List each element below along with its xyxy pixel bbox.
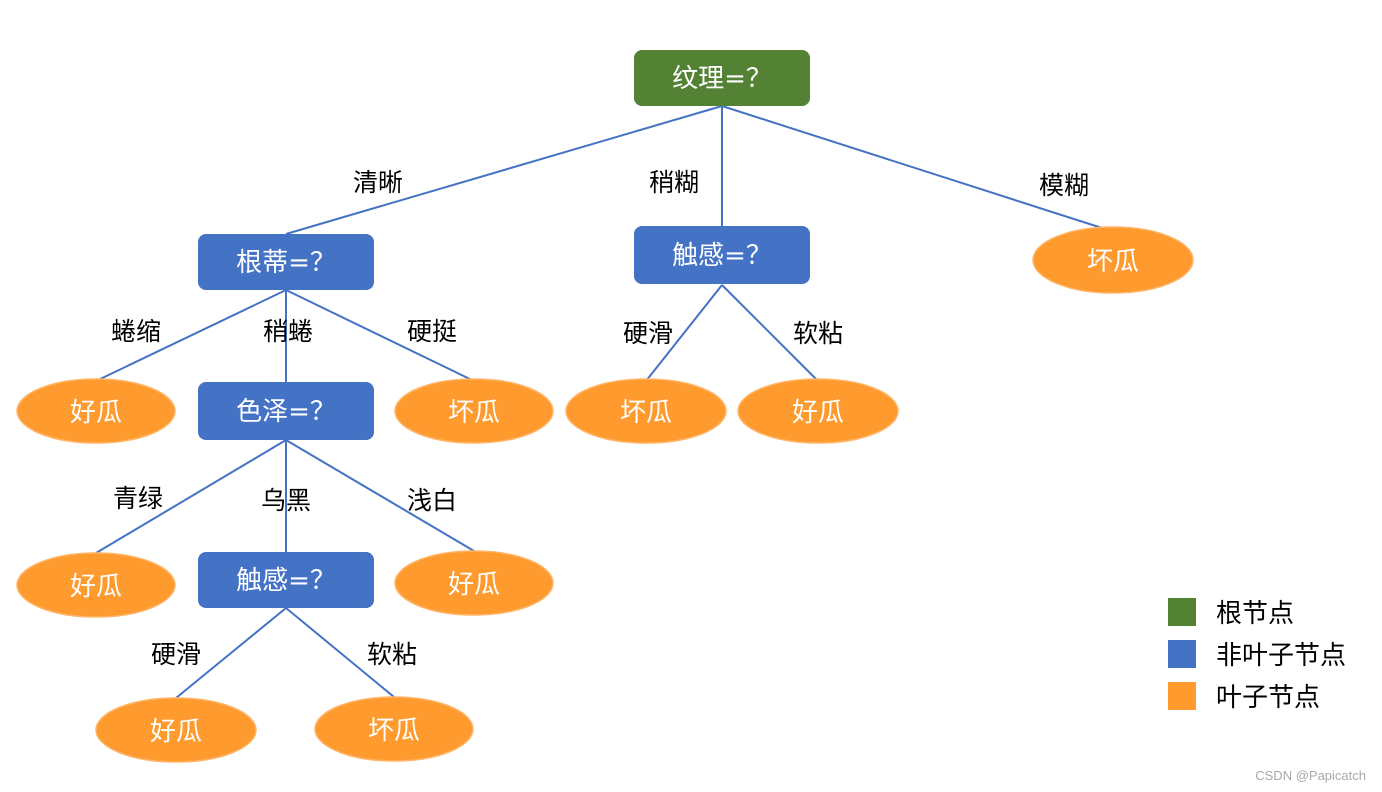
leaf-label: 好瓜 <box>70 398 122 428</box>
node-seze: 色泽=？ <box>198 382 374 440</box>
leaf-label: 好瓜 <box>70 572 122 602</box>
edge-label-qingxi: 清晰 <box>353 168 403 197</box>
leaf-bad-mohu: 坏瓜 <box>1032 226 1194 294</box>
edge-label-qinglv: 青绿 <box>113 484 163 513</box>
edge-chugan1-good-ruannian <box>721 284 819 382</box>
edge-gendi-bad-yingting <box>285 289 475 382</box>
legend-swatch-leaf <box>1168 682 1196 710</box>
edge-label-mohu: 模糊 <box>1039 171 1089 200</box>
node-label: 触感=？ <box>236 566 336 596</box>
legend-label-internal: 非叶子节点 <box>1216 641 1346 671</box>
edge-label-shaoquan: 稍蜷 <box>263 317 313 346</box>
leaf-bad-yingting: 坏瓜 <box>394 378 554 444</box>
edge-chugan2-bad-ruannian <box>285 607 395 698</box>
leaf-bad-ruannian-2: 坏瓜 <box>314 696 474 762</box>
legend-swatch-internal <box>1168 640 1196 668</box>
legend-swatch-root <box>1168 598 1196 626</box>
leaf-good-quansuo: 好瓜 <box>16 378 176 444</box>
leaf-bad-yinghua-1: 坏瓜 <box>565 378 727 444</box>
edge-label-yinghua2: 硬滑 <box>151 640 201 669</box>
leaf-label: 好瓜 <box>448 570 500 600</box>
node-label: 根蒂=？ <box>236 248 336 278</box>
edge-label-qianbai: 浅白 <box>407 486 457 515</box>
leaf-good-qianbai: 好瓜 <box>394 550 554 616</box>
edge-root-bad-mohu <box>721 105 1103 229</box>
leaf-label: 坏瓜 <box>448 398 500 428</box>
edge-labels: 清晰 稍糊 模糊 蜷缩 稍蜷 硬挺 硬滑 软粘 青绿 乌黑 浅白 硬滑 软粘 <box>111 168 1089 669</box>
legend: 根节点 非叶子节点 叶子节点 <box>1168 598 1346 713</box>
leaf-label: 坏瓜 <box>368 716 420 746</box>
leaf-good-yinghua-2: 好瓜 <box>95 697 257 763</box>
node-label: 触感=？ <box>672 241 772 271</box>
edge-label-ruannian1: 软粘 <box>793 319 843 348</box>
leaf-label: 好瓜 <box>150 717 202 747</box>
watermark-text: CSDN @Papicatch <box>1255 768 1366 783</box>
node-root: 纹理=？ <box>634 50 810 106</box>
edge-label-wuhei: 乌黑 <box>261 486 311 515</box>
node-gendi: 根蒂=？ <box>198 234 374 290</box>
leaf-label: 坏瓜 <box>1087 247 1139 277</box>
node-chugan-2: 触感=？ <box>198 552 374 608</box>
leaf-label: 坏瓜 <box>620 398 672 428</box>
node-label: 色泽=？ <box>236 397 336 427</box>
legend-label-root: 根节点 <box>1216 599 1294 629</box>
legend-label-leaf: 叶子节点 <box>1216 683 1320 713</box>
node-chugan-1: 触感=？ <box>634 226 810 284</box>
edge-chugan2-good-yinghua <box>175 607 287 699</box>
node-label: 纹理=？ <box>672 64 772 94</box>
edge-label-yinghua1: 硬滑 <box>623 319 673 348</box>
edge-label-shaohu: 稍糊 <box>649 168 699 197</box>
edge-label-ruannian2: 软粘 <box>367 640 417 669</box>
leaf-good-qinglv: 好瓜 <box>16 552 176 618</box>
edge-chugan1-bad-yinghua <box>645 284 723 382</box>
edge-seze-good-qinglv <box>95 439 287 554</box>
edge-gendi-good-quansuo <box>95 289 287 382</box>
leaf-label: 好瓜 <box>792 398 844 428</box>
edge-seze-good-qianbai <box>285 439 475 552</box>
leaf-good-ruannian-1: 好瓜 <box>737 378 899 444</box>
edge-label-yingting: 硬挺 <box>407 317 457 346</box>
edge-root-gendi <box>285 105 723 235</box>
edge-label-quansuo: 蜷缩 <box>111 317 161 346</box>
edges <box>95 105 1103 699</box>
